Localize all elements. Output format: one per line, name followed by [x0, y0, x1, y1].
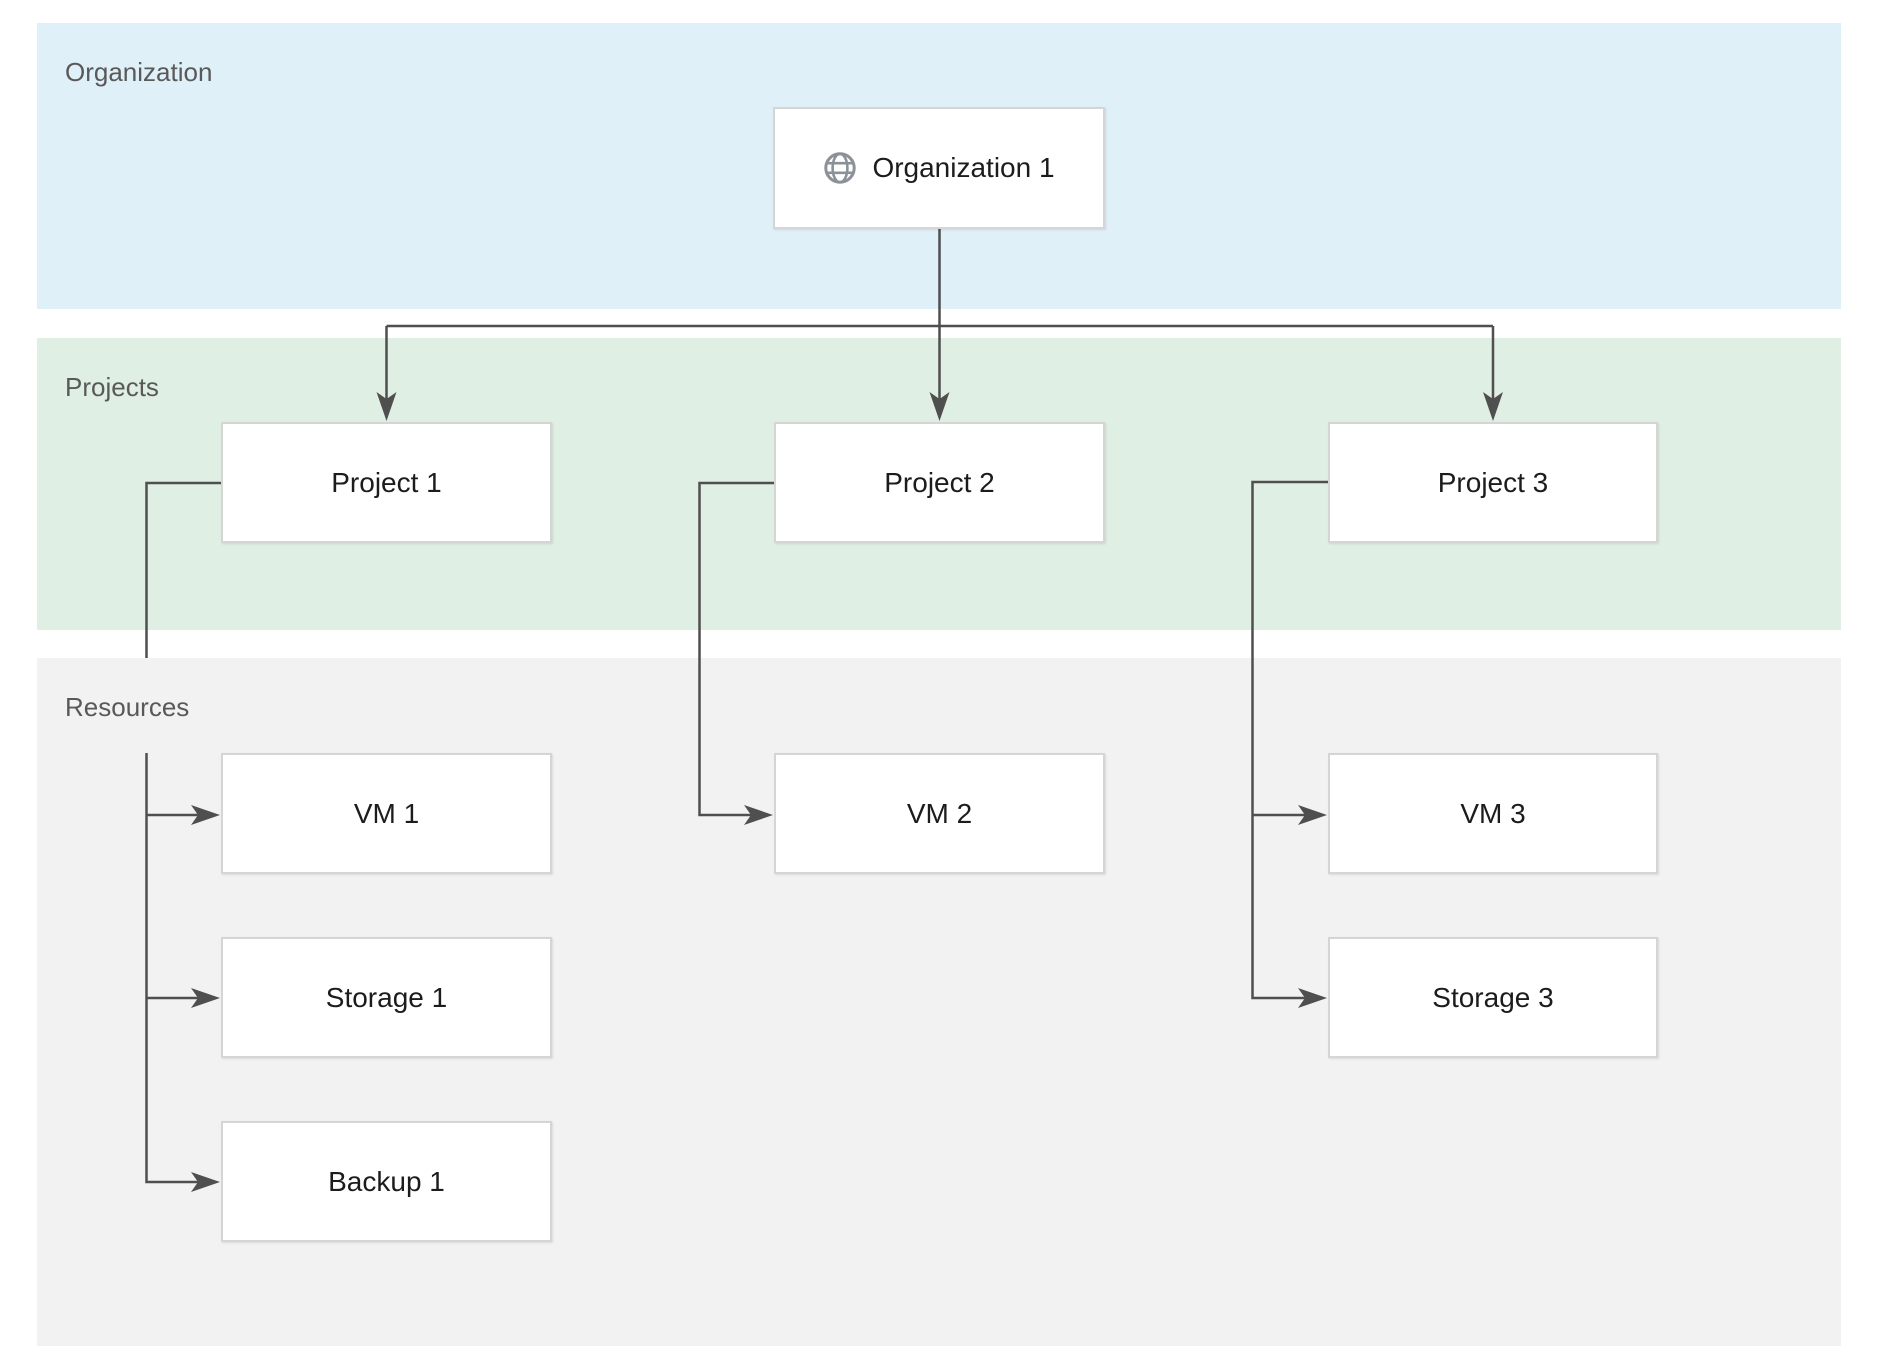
- arrowhead-vm-1: [191, 805, 220, 825]
- globe-icon: [824, 152, 857, 184]
- connector-project-3-to-resources: [1251, 480, 1328, 1008]
- connector-project-1-to-resources: [145, 481, 221, 1192]
- node-organization-1: Organization 1: [773, 107, 1105, 229]
- arrowhead-project-3: [1483, 392, 1503, 421]
- arrowhead-storage-3: [1298, 988, 1327, 1008]
- arrowhead-vm-2: [744, 805, 773, 825]
- node-project-3: Project 3: [1328, 422, 1658, 543]
- node-vm-3: VM 3: [1328, 753, 1658, 874]
- node-label: Project 3: [1437, 466, 1549, 498]
- node-vm-2: VM 2: [774, 753, 1105, 874]
- connector-organization-to-projects: [376, 229, 1503, 421]
- node-project-2: Project 2: [774, 422, 1105, 543]
- node-label: VM 2: [906, 797, 973, 829]
- node-label: Organization 1: [872, 152, 1055, 183]
- arrowhead-project-1: [376, 392, 397, 421]
- node-label: Storage 3: [1432, 981, 1554, 1013]
- node-storage-1: Storage 1: [221, 937, 552, 1058]
- node-project-1: Project 1: [221, 422, 552, 543]
- node-label: VM 3: [1460, 797, 1526, 829]
- connector-project-2-to-vm-2: [698, 481, 774, 825]
- arrowhead-backup-1: [191, 1172, 220, 1192]
- node-label: Storage 1: [325, 981, 448, 1013]
- node-label: VM 1: [353, 797, 420, 829]
- projects-band-label: Projects: [65, 372, 159, 402]
- node-storage-3: Storage 3: [1328, 937, 1658, 1058]
- arrowhead-project-2: [929, 392, 950, 421]
- node-label: Project 1: [331, 466, 442, 498]
- resources-band-label: Resources: [65, 692, 190, 722]
- node-label: Project 2: [884, 466, 995, 498]
- organization-band-label: Organization: [65, 57, 213, 87]
- node-backup-1: Backup 1: [221, 1121, 552, 1242]
- arrowhead-vm-3: [1298, 805, 1327, 825]
- node-vm-1: VM 1: [221, 753, 552, 874]
- node-label: Backup 1: [328, 1165, 445, 1197]
- arrowhead-storage-1: [191, 988, 220, 1008]
